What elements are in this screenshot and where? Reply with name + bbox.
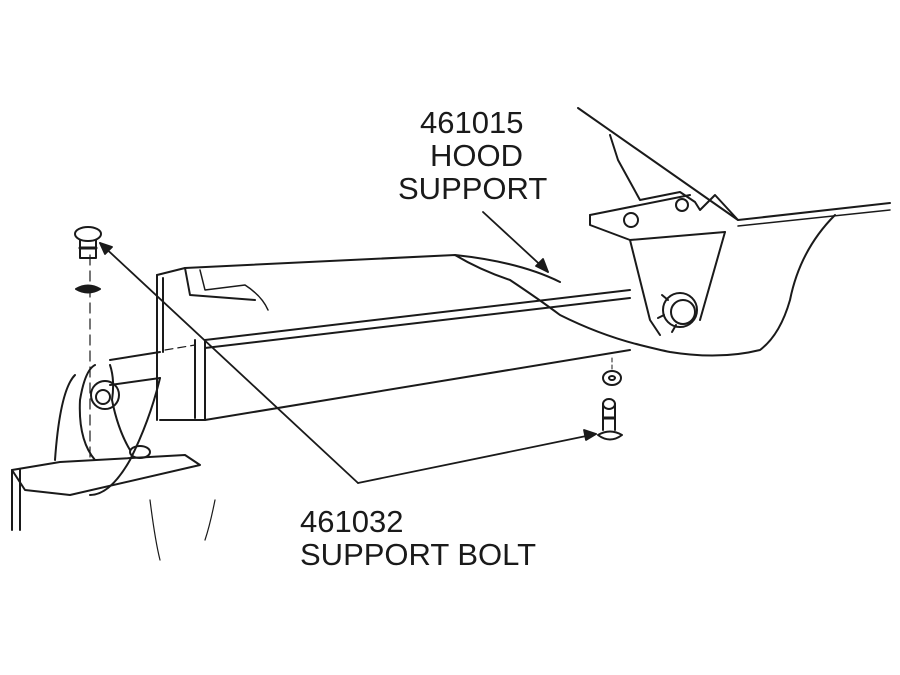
hinge-bracket (577, 107, 891, 336)
hood-support-beam (109, 254, 631, 421)
support-bolt-callout: 461032 SUPPORT BOLT (300, 505, 536, 571)
base-bracket (11, 254, 216, 561)
hood-edge-curve (454, 214, 836, 357)
hood-support-part-number: 461015 (420, 105, 524, 140)
leader-lines (99, 211, 597, 484)
hood-support-callout: 461015 HOOD SUPPORT (398, 106, 547, 205)
hood-support-label-line2: SUPPORT (398, 171, 548, 206)
support-bolt-label: SUPPORT BOLT (300, 537, 537, 572)
hood-support-label-line1: HOOD (430, 138, 523, 173)
support-bolt-part-number: 461032 (300, 504, 404, 539)
support-bolt-lower (597, 357, 623, 441)
pivot-nut (657, 292, 698, 333)
support-bolt-upper (74, 226, 102, 294)
